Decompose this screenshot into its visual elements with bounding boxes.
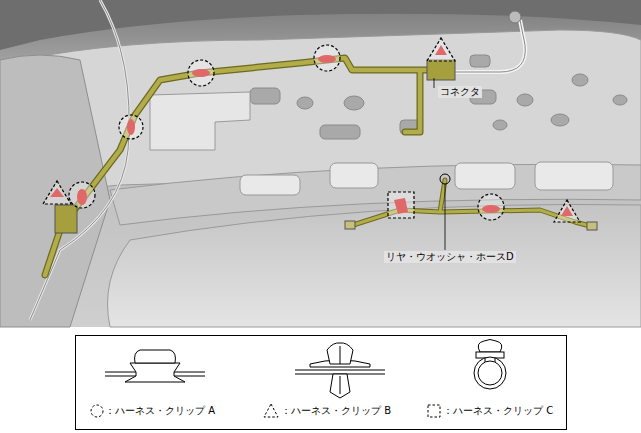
legend-text: ：ハーネス・クリップ C [443,405,553,417]
legend-text: ：ハーネス・クリップ A [105,405,215,417]
part-label: コネクタ [438,86,482,98]
part-label: リヤ・ウオッシャ・ホースD [384,251,516,263]
legend-text: ：ハーネス・クリップ B [281,405,391,417]
